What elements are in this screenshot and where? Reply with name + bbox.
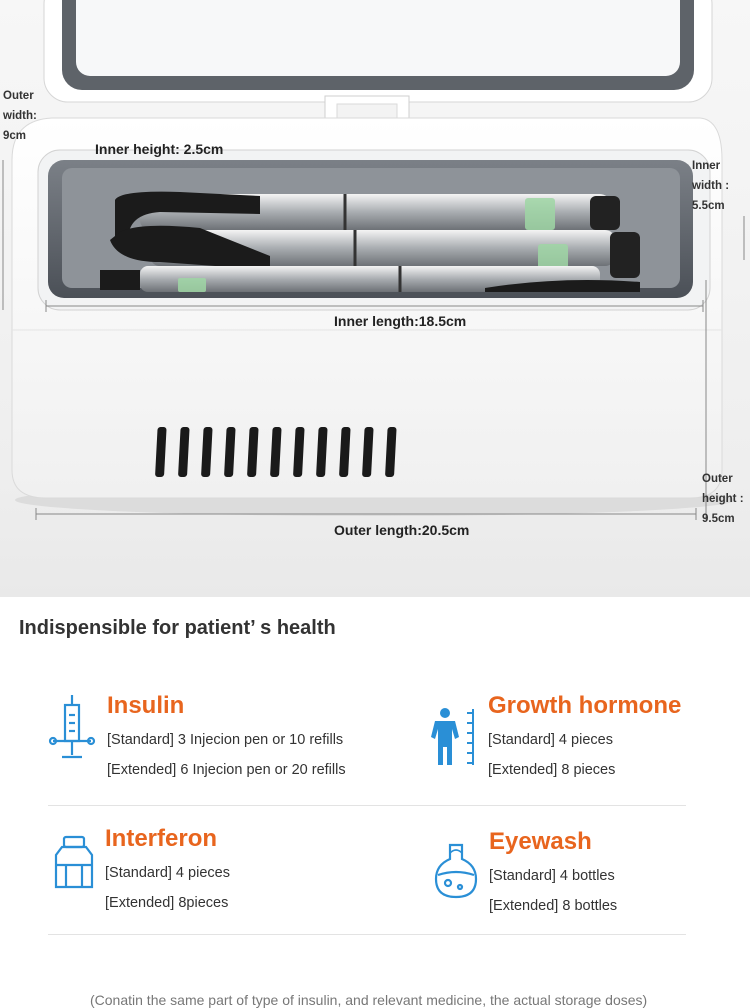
insulin-cooler-illustration xyxy=(2,0,745,520)
syringe-icon xyxy=(48,695,96,759)
dimension-lines xyxy=(2,160,745,520)
eyewash-flask-icon xyxy=(434,843,478,899)
growth-hormone-standard: [Standard] 4 pieces xyxy=(488,732,613,748)
insulin-title: Insulin xyxy=(107,692,185,719)
eyewash-item: Eyewash [Standard] 4 bottles [Extended] … xyxy=(489,827,617,921)
interferon-item: Interferon [Standard] 4 pieces [Extended… xyxy=(105,824,230,918)
eyewash-title: Eyewash xyxy=(489,828,592,855)
interferon-title: Interferon xyxy=(105,825,218,852)
section-heading: Indispensible for patient’ s health xyxy=(19,617,336,639)
growth-hormone-item: Growth hormone [Standard] 4 pieces [Exte… xyxy=(488,691,681,785)
row-divider-bottom xyxy=(48,934,686,935)
growth-hormone-extended: [Extended] 8 pieces xyxy=(488,762,616,778)
inner-height-label: Inner height: 2.5cm xyxy=(95,141,224,157)
ventilation-slots xyxy=(155,427,397,477)
footnote: (Conatin the same part of type of insuli… xyxy=(90,992,648,1008)
insulin-extended: [Extended] 6 Injecion pen or 20 refills xyxy=(107,762,346,778)
eyewash-extended: [Extended] 8 bottles xyxy=(489,898,618,914)
growth-chart-icon xyxy=(431,708,474,765)
medicine-bottle-icon xyxy=(54,835,94,889)
insulin-item: Insulin [Standard] 3 Injecion pen or 10 … xyxy=(107,691,346,785)
outer-length-label: Outer length:20.5cm xyxy=(334,522,470,538)
interferon-extended: [Extended] 8pieces xyxy=(105,895,229,911)
storage-capacity-section: Indispensible for patient’ s health Insu… xyxy=(0,597,750,1008)
insulin-pen-set xyxy=(100,191,640,292)
growth-hormone-title: Growth hormone xyxy=(488,692,682,719)
insulin-standard: [Standard] 3 Injecion pen or 10 refills xyxy=(107,732,344,748)
inner-length-label: Inner length:18.5cm xyxy=(334,313,467,329)
interferon-standard: [Standard] 4 pieces xyxy=(105,865,230,881)
eyewash-standard: [Standard] 4 bottles xyxy=(489,868,615,884)
row-divider xyxy=(48,805,686,806)
